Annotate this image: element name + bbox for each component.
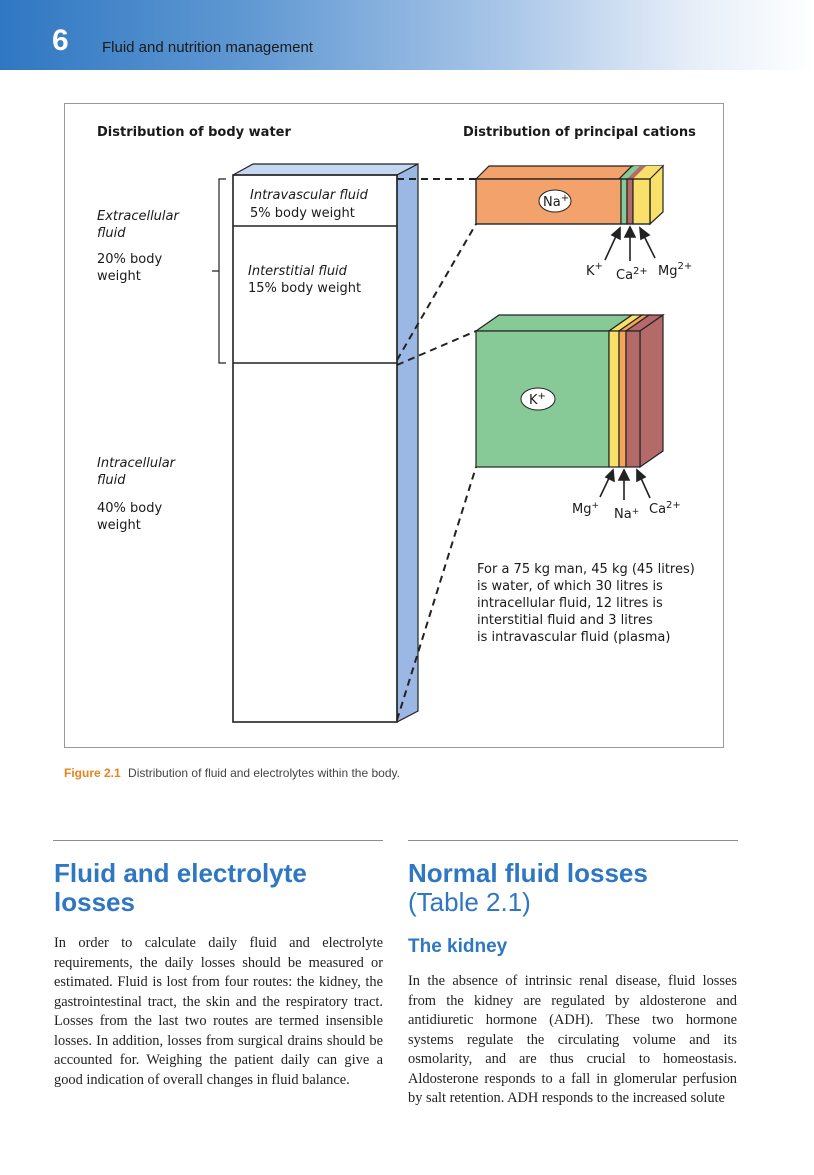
- extracellular-label-2: fluid: [97, 226, 126, 241]
- right-heading-section: Normal fluid losses (Table 2.1): [408, 859, 648, 917]
- intracellular-label-1: Intracellular: [97, 456, 177, 471]
- page-header: 6 Fluid and nutrition management: [0, 0, 814, 70]
- intracellular-cation-block: [474, 313, 665, 469]
- note-line: For a 75 kg man, 45 kg (45 litres): [477, 562, 695, 577]
- figure-frame: [64, 103, 724, 748]
- note-line: is intravascular fluid (plasma): [477, 630, 670, 645]
- left-heading-section: Fluid and electrolyte losses: [54, 859, 307, 917]
- left-heading: Distribution of body water: [97, 125, 291, 140]
- mg-ion-label-intracellular: Mg+: [572, 501, 599, 517]
- body-water-diagram: Distribution of body water Distribution …: [97, 125, 696, 723]
- figure-caption: Figure 2.1 Distribution of fluid and ele…: [64, 766, 400, 780]
- right-paragraph: In the absence of intrinsic renal diseas…: [408, 973, 737, 1106]
- chapter-number: 6: [52, 24, 69, 57]
- kidney-subheading: The kidney: [408, 936, 508, 957]
- na-ion-label: Na+: [543, 193, 569, 210]
- intracellular-weight-2: weight: [97, 518, 141, 533]
- caption-text: Distribution of fluid and electrolytes w…: [128, 766, 400, 780]
- extracellular-label-1: Extracellular: [97, 209, 181, 224]
- extracellular-bracket: [212, 178, 226, 364]
- projection-lines: [396, 178, 477, 721]
- right-heading-line1: Normal fluid losses: [408, 858, 648, 888]
- intracellular-weight-1: 40% body: [97, 501, 162, 516]
- intravascular-weight: 5% body weight: [250, 206, 355, 221]
- left-paragraph: In order to calculate daily fluid and el…: [54, 935, 383, 1088]
- interstitial-weight: 15% body weight: [248, 281, 361, 296]
- right-column-rule: [408, 840, 738, 841]
- extracellular-weight-1: 20% body: [97, 252, 162, 267]
- na-ion-label-intracellular: Na+: [614, 507, 639, 522]
- extracellular-arrows: [604, 225, 656, 261]
- mg-ion-label: Mg2+: [658, 261, 692, 279]
- note-line: intracellular fluid, 12 litres is: [477, 596, 663, 611]
- left-column-rule: [53, 840, 383, 841]
- note-line: interstitial fluid and 3 litres: [477, 613, 653, 628]
- intracellular-arrows: [599, 468, 651, 500]
- extracellular-cation-block: [474, 164, 665, 226]
- right-heading-line2: (Table 2.1): [408, 887, 531, 917]
- note-line: is water, of which 30 litres is: [477, 579, 663, 594]
- k-ion-label: K+: [586, 261, 603, 279]
- left-heading-line1: Fluid and electrolyte: [54, 858, 307, 888]
- k-ion-main-label: K+: [529, 391, 546, 408]
- extracellular-weight-2: weight: [97, 269, 141, 284]
- left-heading-line2: losses: [54, 887, 135, 917]
- ca-ion-label-intracellular: Ca2+: [649, 500, 681, 517]
- ca-ion-label: Ca2+: [616, 266, 648, 283]
- intracellular-label-2: fluid: [97, 473, 126, 488]
- k-ion-badge: [520, 387, 556, 411]
- running-title: Fluid and nutrition management: [102, 39, 313, 56]
- intravascular-label: Intravascular fluid: [250, 188, 369, 203]
- body-water-column: [232, 163, 419, 723]
- figure-label: Figure 2.1: [64, 766, 121, 780]
- column-top: [232, 163, 419, 176]
- interstitial-label: Interstitial fluid: [248, 264, 348, 279]
- right-heading: Distribution of principal cations: [463, 125, 696, 140]
- na-ion-badge: [538, 189, 572, 213]
- column-side: [396, 163, 419, 723]
